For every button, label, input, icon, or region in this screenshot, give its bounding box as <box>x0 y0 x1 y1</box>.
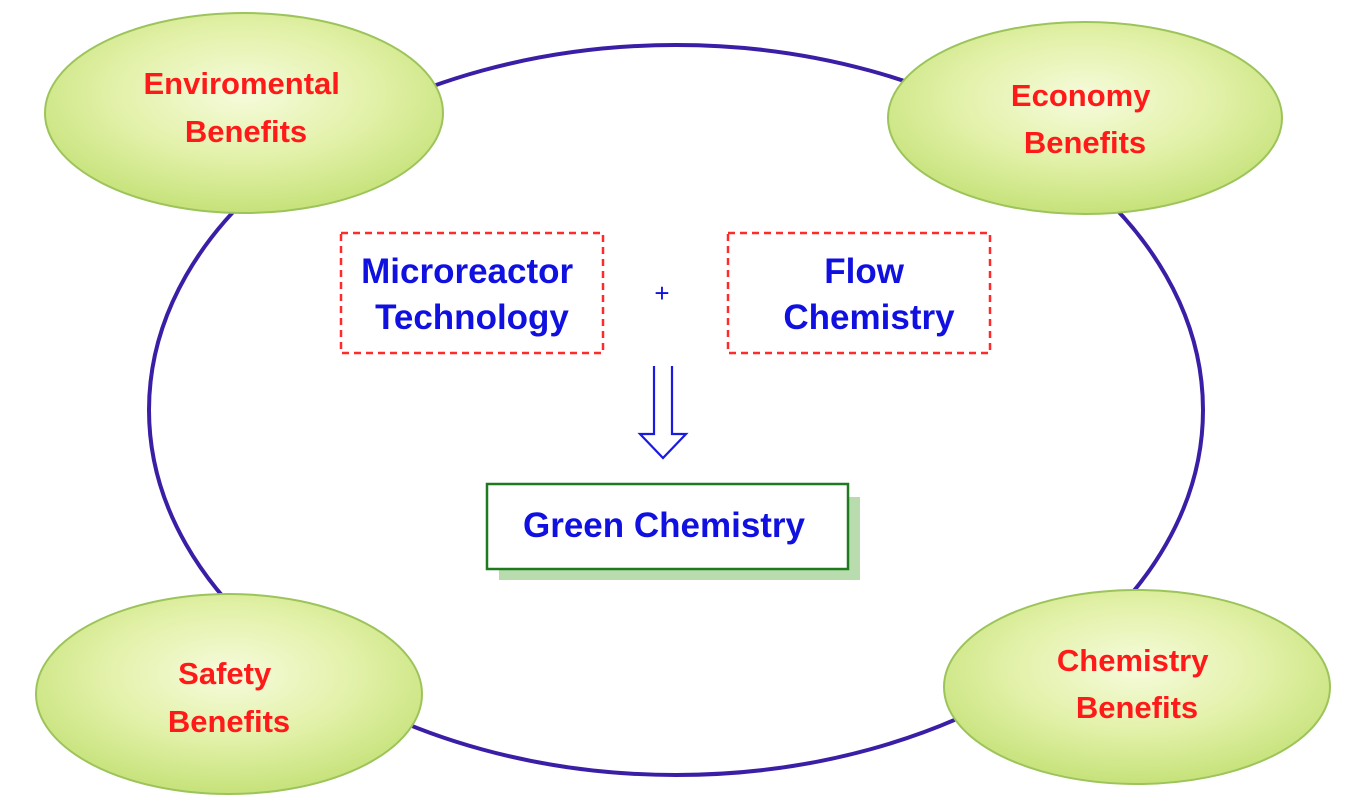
economy-benefits-ellipse <box>887 21 1283 215</box>
svg-text:Flow Chemistry: Flow Chemistry <box>783 252 955 337</box>
safety-benefits-node: Safety Benefits <box>35 593 423 795</box>
safety-benefits-line2: Benefits <box>168 704 290 739</box>
double-down-arrow-icon <box>637 366 689 460</box>
plus-sign: + <box>654 278 669 308</box>
svg-text:Microreactor Technology: Microreactor Technology <box>361 252 583 337</box>
chemistry-benefits-line1: Chemistry <box>1057 643 1209 678</box>
safety-benefits-ellipse <box>35 593 423 795</box>
environmental-benefits-ellipse <box>44 12 444 214</box>
svg-text:Chemistry Benefits: Chemistry Benefits <box>1057 643 1217 725</box>
flow-line1: Flow <box>824 252 904 291</box>
svg-text:Enviromental Benefits: Enviromental Benefits <box>143 66 348 149</box>
environmental-benefits-line1: Enviromental <box>143 66 339 101</box>
flow-line2: Chemistry <box>783 298 955 337</box>
central-ring <box>147 43 1205 777</box>
green-chemistry-box: Green Chemistry <box>485 482 860 580</box>
chemistry-benefits-line2: Benefits <box>1076 690 1198 725</box>
green-chemistry-border <box>485 482 850 571</box>
microreactor-technology-box: Microreactor Technology <box>339 231 605 355</box>
svg-text:Safety Benefits: Safety Benefits <box>168 656 290 739</box>
green-chemistry-label: Green Chemistry <box>523 506 806 545</box>
safety-benefits-line1: Safety <box>178 656 272 691</box>
flow-chemistry-box: Flow Chemistry <box>726 231 992 355</box>
environmental-benefits-node: Enviromental Benefits <box>44 12 444 214</box>
economy-benefits-line1: Economy <box>1011 78 1151 113</box>
svg-text:Economy Benefits: Economy Benefits <box>1011 78 1159 160</box>
environmental-benefits-line2: Benefits <box>185 114 307 149</box>
economy-benefits-line2: Benefits <box>1024 125 1146 160</box>
microreactor-line1: Microreactor <box>361 252 573 291</box>
chemistry-benefits-node: Chemistry Benefits <box>943 589 1331 785</box>
microreactor-line2: Technology <box>375 298 569 337</box>
chemistry-benefits-ellipse <box>943 589 1331 785</box>
economy-benefits-node: Economy Benefits <box>887 21 1283 215</box>
